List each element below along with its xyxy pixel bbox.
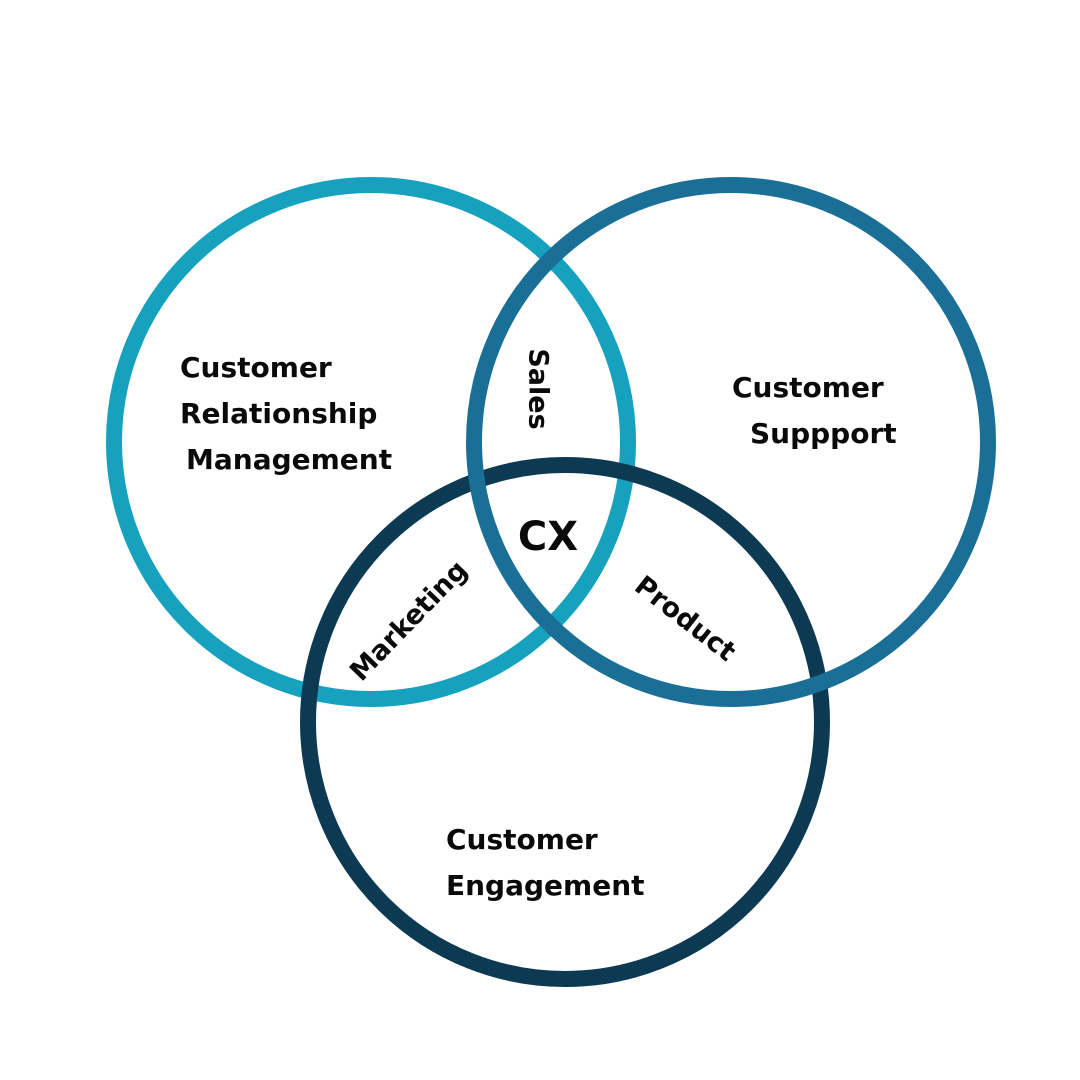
circle-customer-support [466,177,996,707]
engagement-label-line-1: Customer [446,823,598,856]
overlap-label-product: Product [629,570,742,668]
engagement-label-line-2: Engagement [446,869,645,902]
circle-customer-relationship-management [106,177,636,707]
support-label-line-1: Customer [732,371,884,404]
crm-label-line-1: Customer [180,351,332,384]
support-label-line-2: Suppport [750,417,897,450]
crm-label-line-3: Management [186,443,392,476]
overlap-label-sales: Sales [523,348,554,429]
center-label-cx: CX [518,514,578,560]
circle-customer-engagement [300,457,830,987]
crm-label-line-2: Relationship [180,397,377,430]
